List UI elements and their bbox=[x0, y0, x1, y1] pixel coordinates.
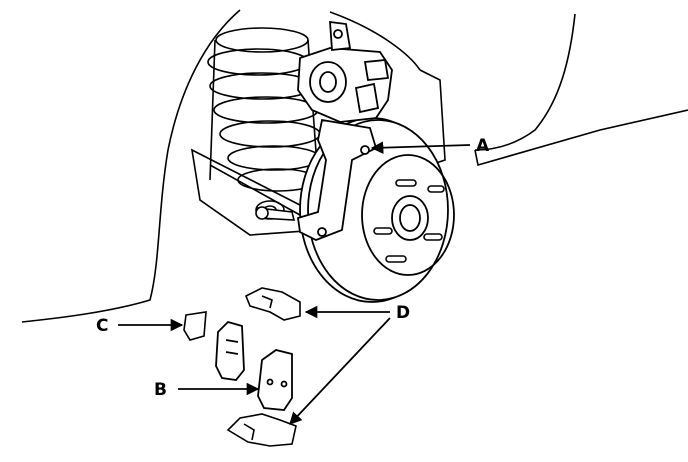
guide-pin bbox=[255, 206, 296, 221]
callout-a-label: A bbox=[476, 136, 490, 156]
upper-pad-retainer bbox=[244, 287, 301, 321]
leader-d-lower bbox=[289, 317, 391, 425]
callout-c-label: C bbox=[96, 316, 108, 336]
wheel-studs bbox=[373, 179, 445, 263]
wheel-well-outline bbox=[21, 9, 688, 323]
leader-a bbox=[370, 141, 471, 154]
lower-pad-retainer bbox=[226, 413, 297, 447]
caliper-body bbox=[297, 20, 393, 123]
callout-b-label: B bbox=[154, 380, 167, 400]
outer-brake-pad bbox=[257, 349, 293, 411]
callout-d-label: D bbox=[396, 303, 410, 323]
inner-brake-pad bbox=[215, 320, 245, 381]
callout-leaders bbox=[118, 141, 471, 425]
pad-shim bbox=[183, 311, 207, 341]
